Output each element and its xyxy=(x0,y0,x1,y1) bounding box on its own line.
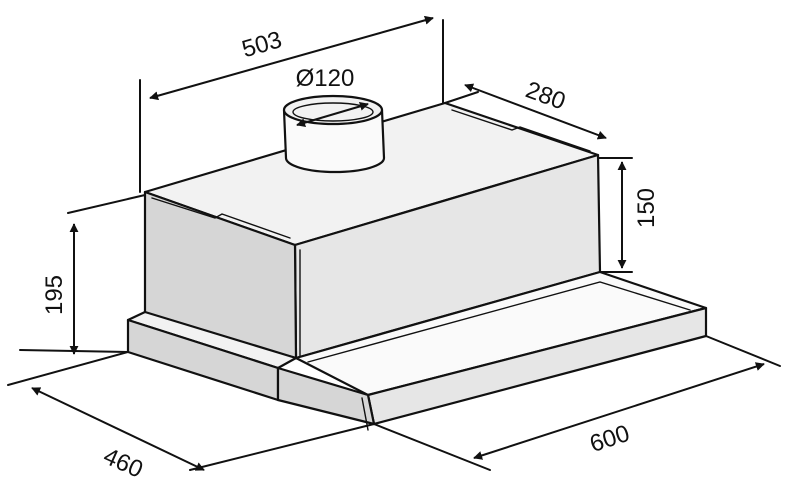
label-base-depth: 460 xyxy=(99,443,147,484)
drawer-inner-line xyxy=(307,281,691,363)
label-duct-diameter: Ø120 xyxy=(296,65,355,92)
housing-top-rail-left xyxy=(151,197,291,239)
dimension-line-503 xyxy=(149,15,434,101)
duct-collar xyxy=(282,94,386,174)
label-base-width: 600 xyxy=(586,420,632,458)
label-body-height: 195 xyxy=(41,275,68,315)
dimension-line-460 xyxy=(31,387,205,471)
label-top-width: 503 xyxy=(239,26,285,63)
ext-600-right xyxy=(705,335,781,367)
ext-195-top xyxy=(67,194,146,214)
duct-collar-rim xyxy=(282,94,384,126)
dimension-line-duct xyxy=(296,101,369,128)
hood-body xyxy=(126,101,708,431)
dimension-lines xyxy=(31,15,765,471)
ext-460-right xyxy=(189,423,375,471)
dimension-line-280 xyxy=(464,83,607,140)
label-top-height: 150 xyxy=(633,188,660,228)
ext-460-left xyxy=(7,351,129,386)
ext-600-left xyxy=(373,423,491,471)
drawer-lip-line xyxy=(361,397,369,431)
ext-280-top xyxy=(444,91,479,104)
dimension-line-600 xyxy=(473,362,765,460)
extension-lines xyxy=(7,19,781,471)
